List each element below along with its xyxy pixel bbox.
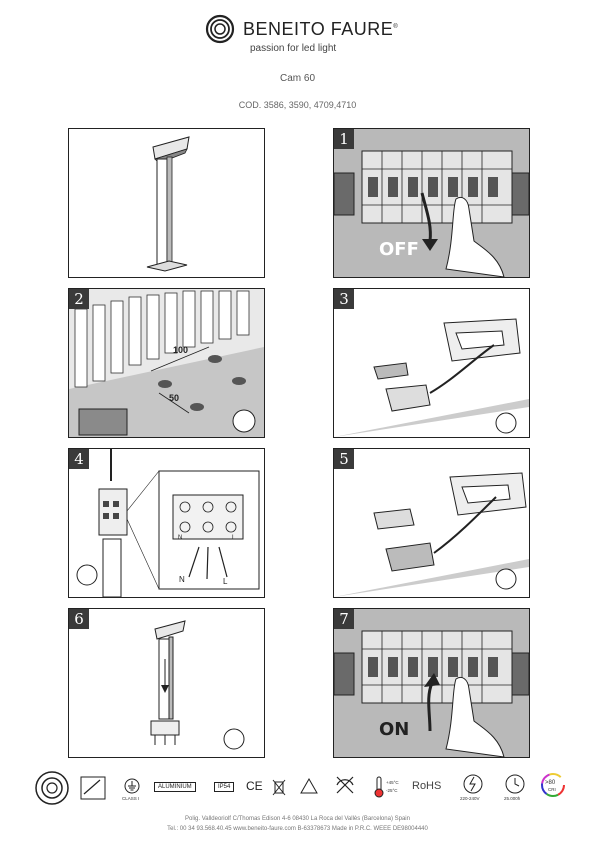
earth-class-icon [124,778,140,794]
panel-step-1: OFF [333,128,530,278]
cri-label: CRI [548,787,556,792]
brand-logo-icon [205,14,235,44]
dimension-50: 50 [169,393,180,403]
wire-l-label: L [223,577,228,586]
mount-bollard-illustration [150,620,245,750]
terminal-n-label: N [178,535,183,541]
step-number: 7 [334,609,354,629]
brand-tagline: passion for led light [250,43,337,54]
quality-seal-icon [35,771,69,805]
footer-contact: Tel.: 00 34 93.568.40.45 www.beneito-fau… [167,826,428,832]
step-number: 1 [334,129,354,149]
panel-product [68,128,265,278]
voltage-icon [463,774,483,794]
step-number: 4 [69,449,89,469]
panel-step-2: 100 50 2 [68,288,265,438]
class-label: CLASS I [122,796,140,801]
panel-step-4: N L N L 4 [68,448,265,598]
lifetime-clock-icon [505,774,525,794]
panel-step-5: 5 [333,448,530,598]
certification-icons-row: CLASS I ALUMINIUM IP54 CE +45°C -25°C Ro… [30,770,570,810]
weee-bin-icon [272,779,286,796]
wiring-illustration [76,449,260,597]
ip-rating-badge: IP54 [214,782,235,792]
temp-low-label: -25°C [386,788,398,793]
open-base-illustration [334,318,529,437]
panel-step-3: 3 [333,288,530,438]
terminal-l-label: L [232,535,236,541]
dimension-100: 100 [173,345,189,355]
on-label: ON [379,719,410,740]
panel-step-7: ON 7 [333,608,530,758]
breaker-off-illustration [334,150,529,277]
step-number: 6 [69,609,89,629]
temp-high-label: +45°C [386,780,399,785]
lifetime-label: 25.000h [504,796,521,801]
material-badge: ALUMINIUM [154,782,196,792]
rohs-mark: RoHS [412,780,442,792]
cri-value: >80 [545,780,556,786]
wire-n-label: N [179,575,185,584]
installation-icon [80,776,106,800]
voltage-label: 220-240V [460,796,480,801]
efficiency-triangle-icon [300,778,318,794]
close-base-illustration [334,472,529,597]
ce-mark: CE [246,779,263,793]
bollard-illustration [146,136,190,272]
no-dimmable-icon [336,776,354,794]
breaker-on-illustration [334,630,529,757]
cri-ring-icon [541,773,565,797]
footer-address: Polig. Valldeoriolf C/Thomas Edison 4-6 … [185,816,410,822]
fence-ground-illustration [69,289,264,436]
step-number: 3 [334,289,354,309]
step-number: 5 [334,449,354,469]
off-label: OFF [379,239,419,260]
step-number: 2 [69,289,89,309]
temperature-icon [374,776,384,798]
product-codes: COD. 3586, 3590, 4709,4710 [238,100,357,110]
panel-step-6: 6 [68,608,265,758]
model-name: Cam 60 [279,73,315,84]
brand-name: BENEITO FAURE® [243,19,399,39]
